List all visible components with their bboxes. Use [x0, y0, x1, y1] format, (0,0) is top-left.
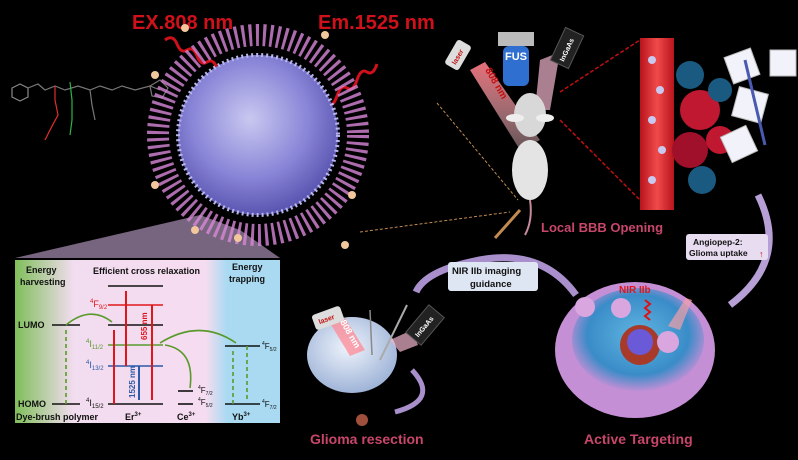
energy_diagram-levels-i152-base-text: I: [89, 398, 92, 408]
energy_diagram-section_trapping-0-text: Energy: [232, 262, 263, 272]
scalpel-icon: [379, 304, 408, 361]
resected-tissue-icon: [356, 414, 368, 426]
energy_diagram-levels-ce_f72-sup-text: 4: [198, 385, 201, 391]
energy_diagram-levels-yb_f52-base-text: F: [265, 342, 270, 351]
svg-text:Yb3+: Yb3+: [232, 412, 251, 422]
energy_diagram-levels-i112-sub-text: 11/2: [92, 345, 104, 351]
svg-text:Er3+: Er3+: [125, 412, 142, 422]
imaging-guidance-box: NIR IIb imaging guidance: [448, 262, 538, 291]
svg-text:4F7/2: 4F7/2: [198, 385, 213, 397]
tumor-cells: [672, 61, 734, 194]
glioma-cell: NIR IIb: [555, 282, 715, 418]
angiopep-line1-text: Angiopep-2:: [693, 237, 743, 247]
energy_diagram-levels-yb_f52-sub-text: 5/2: [270, 347, 277, 353]
bbb-opening-label: Local BBB Opening: [541, 220, 663, 235]
energy_diagram-er_label-sup-text: 3+: [135, 412, 142, 418]
energy_diagram-levels-yb_f52-sup-text: 4: [262, 341, 265, 347]
active-targeting-label: Active Targeting: [584, 431, 693, 447]
energy_diagram-levels-i152-sub-text: 15/2: [92, 404, 104, 410]
energy_diagram-yb_label-base-text: Yb: [232, 412, 244, 422]
angiopep-arrow-text: ↑: [759, 249, 764, 259]
energy_diagram-levels-ce_f52-base-text: F: [201, 398, 206, 407]
excitation-label: EX.808 nm: [132, 12, 233, 34]
energy_diagram-dye_label-text: Dye-brush polymer: [16, 412, 99, 422]
syringe-icon: [493, 209, 522, 239]
angiopep-line2-text: Glioma uptake: [689, 248, 748, 258]
energy_diagram-levels-yb_f72-sub-text: 7/2: [270, 405, 277, 411]
mouse_setup-fus-text: FUS: [505, 51, 527, 63]
energy_diagram-transition_1525-text: 1525 nm: [128, 366, 137, 398]
energy_diagram-levels-yb_f72-base-text: F: [265, 400, 270, 409]
energy_diagram-er_label-base-text: Er: [125, 412, 135, 422]
arrow-to-brain-icon: [412, 254, 579, 298]
energy_diagram-ce_label-base-text: Ce: [177, 412, 189, 422]
svg-text:4F5/2: 4F5/2: [198, 397, 213, 409]
energy_diagram-yb_label-sup-text: 3+: [244, 412, 251, 418]
svg-text:4F9/2: 4F9/2: [90, 299, 108, 311]
energy_diagram-levels-f92-sup-text: 4: [90, 299, 94, 305]
energy_diagram-levels-i132-sub-text: 13/2: [92, 366, 104, 372]
peptide-caps: [151, 24, 356, 249]
energy_diagram-transition_655-text: 655 nm: [140, 312, 149, 340]
energy_diagram-section_harvesting-0-text: Energy: [26, 265, 57, 275]
svg-text:4I15/2: 4I15/2: [86, 398, 104, 410]
energy_diagram-levels-i112-base-text: I: [89, 339, 92, 349]
fus-transducer-icon: [503, 46, 529, 86]
imaging_guidance-line1-text: NIR IIb imaging: [452, 266, 521, 277]
energy_diagram-section_trapping-1-text: trapping: [229, 274, 265, 284]
energy_diagram-levels-i132-sup-text: 4: [86, 360, 90, 366]
energy_diagram-levels-i152-sup-text: 4: [86, 398, 90, 404]
energy_diagram-levels-ce_f52-sub-text: 5/2: [206, 403, 213, 409]
energy_diagram-levels-ce_f52-sup-text: 4: [198, 397, 201, 403]
polymer-structure: [11, 79, 169, 141]
energy-diagram: Energy harvesting Efficient cross relaxat…: [15, 260, 280, 423]
energy_diagram-lumo-text: LUMO: [18, 320, 45, 330]
zoom-projection: [15, 215, 280, 258]
energy_diagram-homo-text: HOMO: [18, 399, 46, 409]
glioma-resection-label: Glioma resection: [310, 431, 424, 447]
energy_diagram-levels-i132-base-text: I: [89, 360, 92, 370]
cross-relaxation-title: Efficient cross relaxation: [93, 266, 200, 276]
imaging_guidance-line2-text: guidance: [470, 279, 512, 290]
emission-label: Em.1525 nm: [318, 12, 435, 34]
energy_diagram-levels-i112-sup-text: 4: [86, 339, 90, 345]
arrow-to-tissue-icon: [394, 368, 426, 415]
energy_diagram-ce_label-sup-text: 3+: [189, 412, 196, 418]
scissors-icon: [369, 309, 373, 356]
nanoparticle: [147, 24, 369, 246]
energy_diagram-levels-ce_f72-base-text: F: [201, 386, 206, 395]
blood-vessel: [640, 38, 797, 210]
neuron-icon: [743, 59, 767, 146]
svg-text:Ce3+: Ce3+: [177, 412, 196, 422]
energy_diagram-levels-ce_f72-sub-text: 7/2: [206, 391, 213, 397]
energy_diagram-levels-f92-base-text: F: [93, 299, 99, 309]
energy_diagram-levels-f92-sub-text: 9/2: [99, 305, 108, 311]
svg-text:4I13/2: 4I13/2: [86, 360, 104, 372]
svg-text:4F7/2: 4F7/2: [262, 399, 277, 411]
energy_diagram-section_harvesting-1-text: harvesting: [20, 277, 66, 287]
energy_diagram-levels-yb_f72-sup-text: 4: [262, 399, 265, 405]
brain-resection-setup: laser 808 nm InGaAs: [307, 304, 445, 426]
cell_label-text: NIR IIb: [619, 285, 651, 296]
svg-text:4I11/2: 4I11/2: [86, 339, 104, 351]
angiopep-box: Angiopep-2: Glioma uptake ↑: [686, 234, 768, 260]
mouse-imaging-setup: FUS laser 808 nm InGaAs: [445, 26, 585, 239]
svg-text:4F5/2: 4F5/2: [262, 341, 277, 353]
